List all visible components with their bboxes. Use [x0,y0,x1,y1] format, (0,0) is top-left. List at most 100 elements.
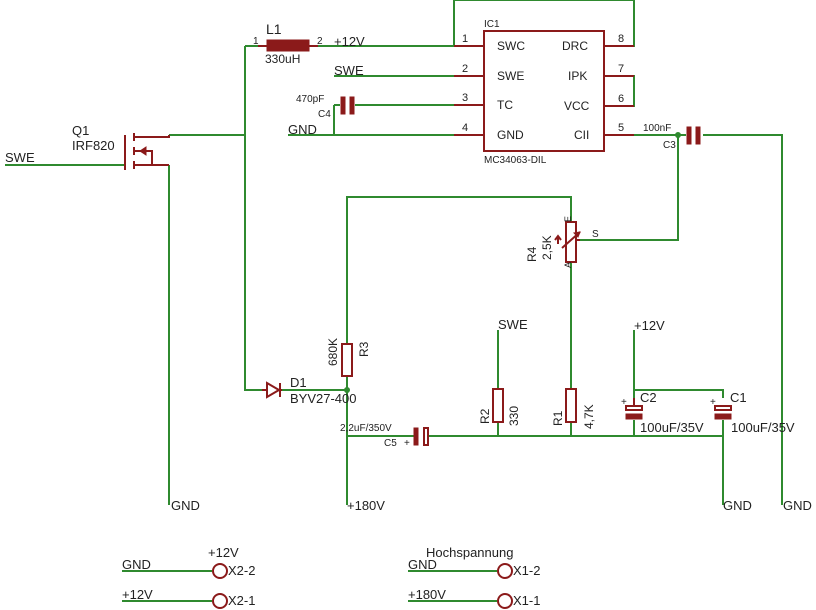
capacitor-c5: 2,2uF/350V C5 + +180V [340,423,429,513]
diode-body [266,381,281,399]
ic-pin-name: VCC [564,99,590,113]
ic-left-pin-stubs [454,45,484,136]
pot-arrow-icon [554,234,562,244]
ic-pin-num: 6 [618,93,624,105]
resistor-body [341,343,353,377]
cap-plate [349,96,355,115]
net-label: +180V [347,498,385,513]
net-label: SWE [5,150,35,165]
r3-value: 680K [326,338,340,366]
r2-value: 330 [507,406,521,426]
ic-body [483,30,605,152]
r4-pin-e: E [563,216,573,222]
l1-ref: L1 [266,21,282,37]
mosfet-leads [134,135,170,166]
wire-cii-r4 [580,135,679,241]
net-label: GND [723,498,752,513]
capacitor-c4: 470pF C4 [296,94,355,120]
d1-part: BYV27-400 [290,391,357,406]
terminal-pad [212,593,228,609]
d1-ref: D1 [290,375,307,390]
wires [5,0,783,602]
ic-pin-name: SWC [497,39,525,53]
pot-body [565,221,577,263]
junction-dot [344,387,350,393]
resistor-body [565,388,577,423]
inductor-body [266,39,310,52]
x1-pin2-label: X1-2 [513,563,540,578]
net-label: GND [783,498,812,513]
capacitor-c3: 100nF C3 [643,123,701,151]
q1-part: IRF820 [72,138,115,153]
cap-plate [423,427,429,446]
ic-part: MC34063-DIL [484,155,547,166]
capacitor-c2: + C2 100uF/35V +12V [621,318,704,435]
r4-pin-s: S [592,229,599,240]
potentiometer-r4: R4 2,5K E A S [525,216,599,268]
ic-pin-num: 7 [618,63,624,75]
ic-mc34063: IC1 MC34063-DIL 1 SWC 2 SWE 3 TC 4 GND 8… [454,19,634,166]
r3-ref: R3 [357,341,371,357]
c1-value: 100uF/35V [731,420,795,435]
x2-pin2-net: GND [122,557,151,572]
q1-ref: Q1 [72,123,89,138]
x1-pin2-net: GND [408,557,437,572]
cap-plate [340,96,346,115]
cap-plate [686,126,692,145]
capacitor-c1: + C1 100uF/35V GND [710,390,795,513]
ic-pin-num: 8 [618,33,624,45]
terminal-pad [212,563,228,579]
r4-ref: R4 [525,246,539,262]
ic-pin-name: SWE [497,69,524,83]
r4-pin-a: A [563,262,573,268]
x1-pin1-net: +180V [408,587,446,602]
wire-r4-r3 [346,196,572,344]
x1-pin1-label: X1-1 [513,593,540,608]
ic-pin-name: DRC [562,39,588,53]
ic-pin-name: CII [574,128,589,142]
net-label: +12V [334,34,365,49]
r1-value: 4,7K [582,404,596,429]
ic-pin-name: GND [497,128,524,142]
resistor-r1: R1 4,7K [551,388,596,429]
wire-c3-gnd [703,134,783,505]
terminal-pad [497,563,513,579]
resistor-body [492,388,504,423]
c1-polarity: + [710,397,716,408]
x1-title: Hochspannung [426,545,513,560]
l1-value: 330uH [265,52,300,66]
wire-c2-c1 [634,389,724,398]
ic-pin-name: IPK [568,69,587,83]
wire-swc-drc [453,0,635,47]
ic-pin-num: 1 [462,33,468,45]
c2-value: 100uF/35V [640,420,704,435]
diode-d1: D1 BYV27-400 [262,375,357,406]
wire-swc-node [244,46,262,391]
c5-ref: C5 [384,438,397,449]
ic-pin-name: TC [497,98,513,112]
x2-pin2-label: X2-2 [228,563,255,578]
pot-arrowhead [572,231,581,238]
resistor-r3: R3 680K [326,338,371,377]
connector-x2: +12V GND +12V X2-2 X2-1 [122,545,255,609]
ic-right-pin-stubs [604,45,634,136]
resistor-r2: R2 330 SWE [478,317,528,426]
c4-value: 470pF [296,94,324,105]
cap-plate [413,427,419,446]
l1-pin1: 1 [253,36,259,47]
net-label: GND [288,122,317,137]
cap-plate [714,413,732,420]
c3-value: 100nF [643,123,671,134]
cap-plate [625,405,643,411]
c2-polarity: + [621,397,627,408]
c1-ref: C1 [730,390,747,405]
c3-ref: C3 [663,140,676,151]
ic-pin-num: 4 [462,122,468,134]
connector-x1: Hochspannung GND +180V X1-2 X1-1 [408,545,540,609]
x2-pin1-net: +12V [122,587,153,602]
c4-ref: C4 [318,109,331,120]
x2-pin1-label: X2-1 [228,593,255,608]
junction-dot [675,132,681,138]
cap-plate [625,413,643,420]
